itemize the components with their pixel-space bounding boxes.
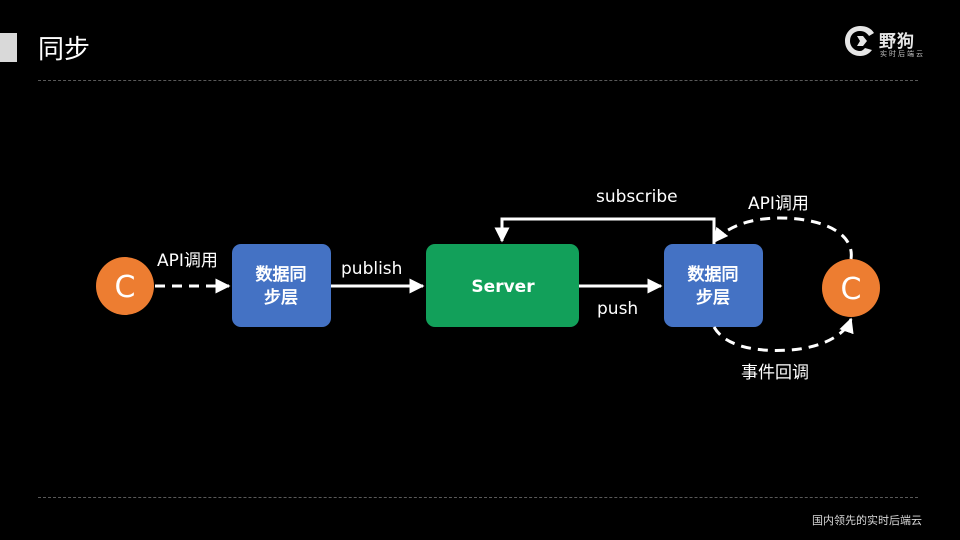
sync-layer-right-line1: 数据同 [688, 264, 739, 285]
footer-slogan: 国内领先的实时后端云 [812, 514, 922, 527]
dog-logo-icon [845, 26, 874, 56]
header-divider [38, 80, 918, 81]
sync-layer-left-line2: 步层 [264, 287, 298, 308]
logo: 野狗 实时后端云 [843, 24, 933, 60]
server-label: Server [471, 277, 535, 297]
client-right-node: C [822, 259, 880, 317]
event-callback-label: 事件回调 [741, 363, 809, 383]
page-title: 同步 [38, 35, 91, 65]
api-call-right-arrow [712, 216, 853, 260]
subscribe-label: subscribe [596, 187, 678, 207]
sync-layer-right-node: 数据同 步层 [664, 244, 763, 327]
api-call-left-label: API调用 [157, 251, 218, 271]
logo-name: 野狗 [879, 32, 915, 52]
footer-divider [38, 497, 918, 498]
client-left-node: C [96, 257, 154, 315]
client-left-label: C [115, 270, 136, 305]
logo-slogan: 实时后端云 [880, 50, 925, 58]
event-callback-arrow [712, 317, 854, 352]
publish-label: publish [341, 259, 402, 279]
client-right-label: C [841, 272, 862, 307]
server-node: Server [426, 244, 579, 327]
sync-layer-left-node: 数据同 步层 [232, 244, 331, 327]
sync-layer-right-line2: 步层 [696, 287, 730, 308]
title-accent-bar [0, 33, 17, 62]
sync-layer-left-line1: 数据同 [256, 264, 307, 285]
push-label: push [597, 299, 638, 319]
subscribe-arrow [494, 217, 716, 244]
api-call-right-label: API调用 [748, 194, 809, 214]
